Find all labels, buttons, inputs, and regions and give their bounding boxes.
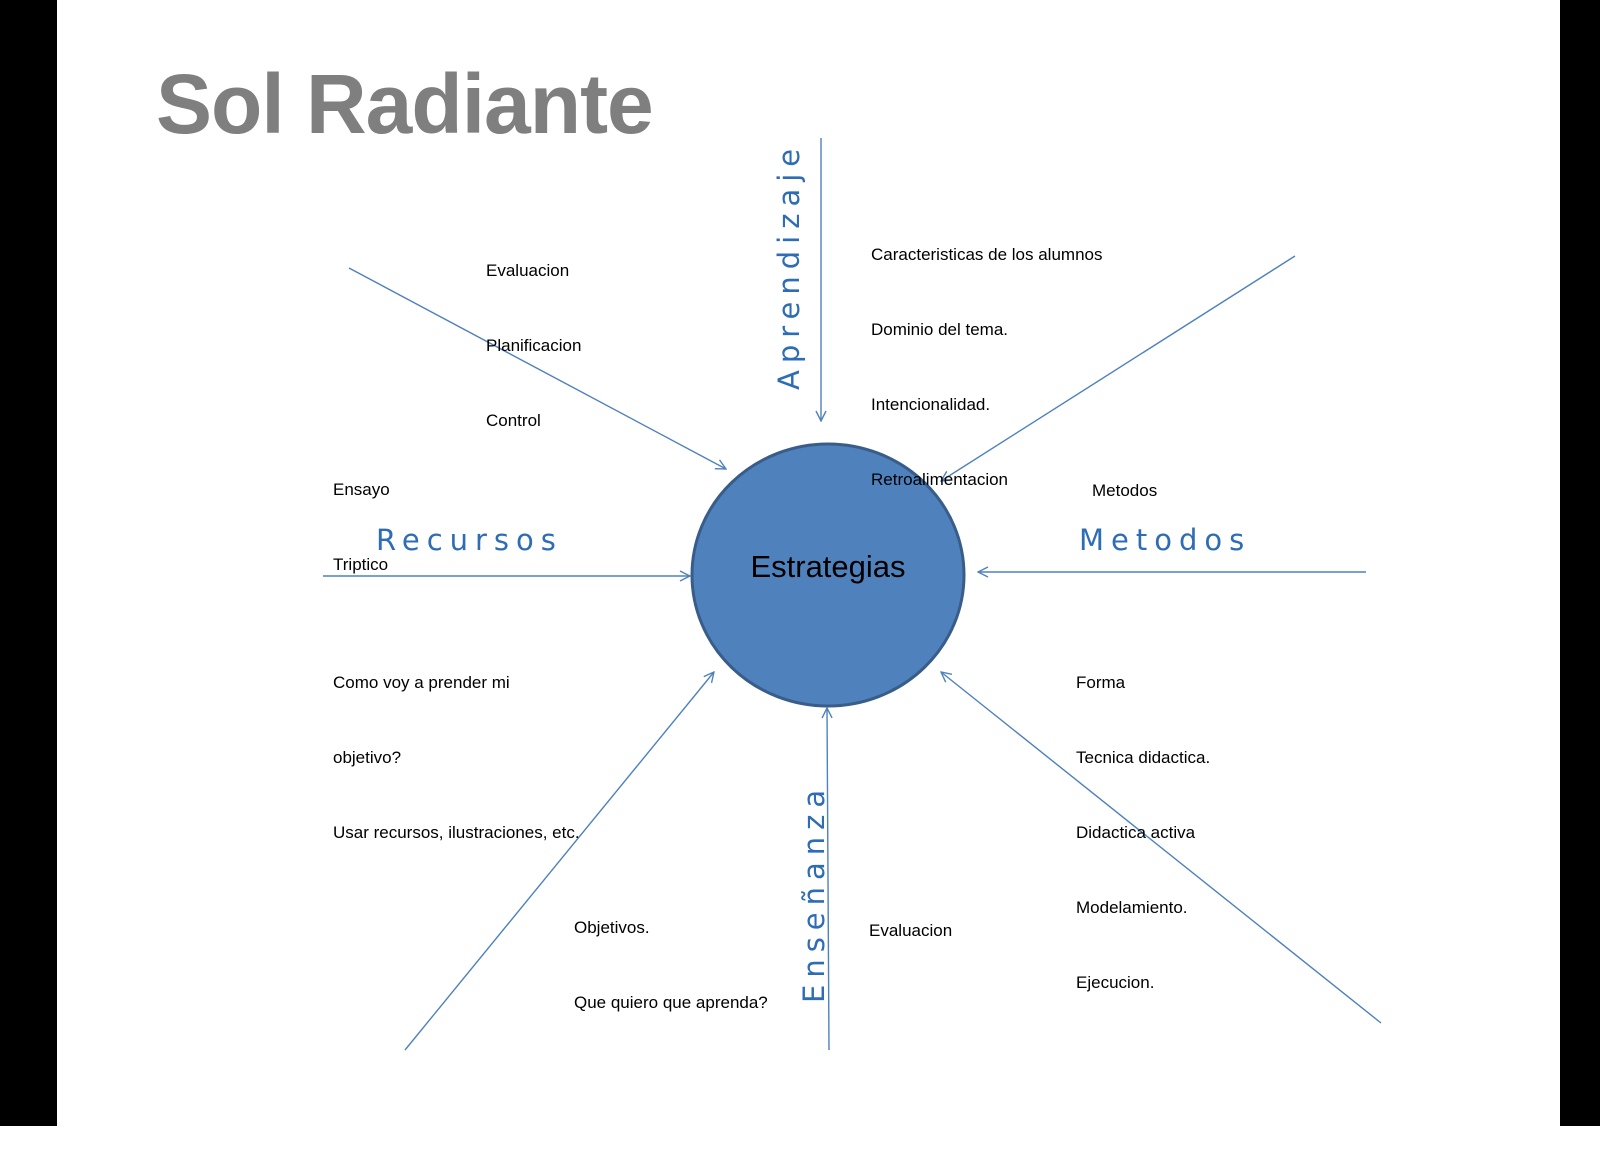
axis-label-right: Metodos [1079,523,1252,557]
arrow-upper-left [348,267,726,469]
note-bottom-right: Evaluacion [869,921,953,940]
note-upper-left: Evaluacion Planificacion Control [486,261,582,430]
note-right-upper: Metodos [1092,481,1158,500]
right-black-border [1560,0,1600,1126]
arrow-upper-right [941,255,1296,481]
axis-label-left: Recursos [376,523,563,557]
center-label: Estrategias [750,549,906,584]
note-top-right: Caracteristicas de los alumnos Dominio d… [871,245,1103,489]
left-black-border [0,0,57,1126]
axis-label-top: Aprendizaje [772,141,806,390]
note-bottom-left: Objetivos. Que quiero que aprenda? [574,918,768,1012]
note-right-lower: Forma Tecnica didactica. Didactica activ… [1076,673,1211,992]
axis-label-bottom: Enseñanza [797,782,831,1003]
page-title: Sol Radiante [156,57,654,151]
note-left-lower: Como voy a prender mi objetivo? Usar rec… [333,673,580,842]
note-left-upper: Ensayo Triptico [333,480,390,574]
arrow-lower-left [404,672,714,1051]
arrow-bottom [827,708,829,1051]
center-circle [690,442,966,708]
arrow-lower-right [941,672,1382,1024]
